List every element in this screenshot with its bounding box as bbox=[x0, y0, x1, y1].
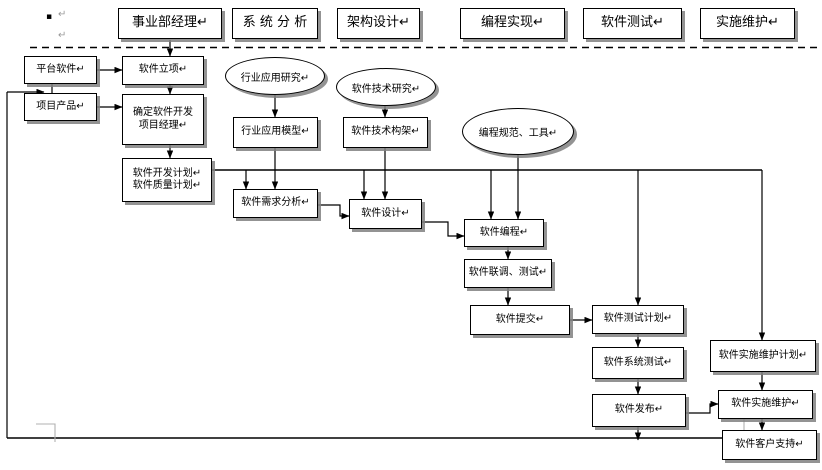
node-requirements-analysis[interactable]: 软件需求分析↵ bbox=[233, 189, 318, 218]
node-coding-standard-and-tools[interactable]: 编程规范、工具↵ bbox=[462, 108, 574, 155]
node-tech-research-label: 软件技术研究↵ bbox=[351, 83, 421, 95]
node-platform-software-label: 平台软件↵ bbox=[36, 63, 85, 75]
lane-header-deployment[interactable]: 实施维护↵ bbox=[700, 8, 795, 39]
lane-header-analysis-label: 系 统 分 析 bbox=[242, 15, 308, 31]
node-programming-label: 软件编程↵ bbox=[479, 226, 529, 238]
node-development-and-quality-plans[interactable]: 软件开发计划↵ 软件质量计划↵ bbox=[122, 158, 212, 202]
node-software-technology-framework[interactable]: 软件技术构架↵ bbox=[343, 117, 428, 148]
node-release-label: 软件发布↵ bbox=[614, 404, 664, 416]
node-software-technology-research[interactable]: 软件技术研究↵ bbox=[336, 68, 436, 106]
lane-header-testing[interactable]: 软件测试↵ bbox=[583, 8, 682, 39]
node-software-release[interactable]: 软件发布↵ bbox=[592, 394, 686, 427]
bullet-mark: ▪ bbox=[46, 12, 53, 22]
node-maintenance-label: 软件实施维护↵ bbox=[731, 398, 800, 410]
edge-release-to-maintenance bbox=[686, 400, 719, 414]
lane-header-analysis[interactable]: 系 统 分 析 bbox=[232, 8, 318, 39]
lane-header-deployment-label: 实施维护↵ bbox=[716, 15, 779, 31]
lane-header-manager[interactable]: 事业部经理↵ bbox=[118, 8, 222, 39]
node-assign-pm-line2: 项目经理↵ bbox=[138, 119, 188, 131]
node-software-submission[interactable]: 软件提交↵ bbox=[470, 305, 570, 335]
node-industry-research-label: 行业应用研究↵ bbox=[240, 72, 310, 84]
node-project-product-label: 项目产品↵ bbox=[36, 100, 85, 112]
node-customer-support-label: 软件客户支持↵ bbox=[735, 438, 804, 450]
node-software-design[interactable]: 软件设计↵ bbox=[349, 199, 422, 229]
node-project-initiation[interactable]: 软件立项↵ bbox=[122, 56, 204, 85]
lane-header-coding-label: 编程实现↵ bbox=[481, 15, 544, 31]
pilcrow-mark-1: ↵ bbox=[58, 9, 67, 20]
node-maintenance-plan-label: 软件实施维护计划↵ bbox=[718, 349, 808, 361]
lane-header-manager-label: 事业部经理↵ bbox=[132, 15, 208, 31]
node-joint-debug-label: 软件联调、测试↵ bbox=[468, 267, 548, 279]
pilcrow-mark-2: ↵ bbox=[58, 30, 67, 41]
lane-header-coding[interactable]: 编程实现↵ bbox=[460, 8, 565, 39]
node-test-plan-label: 软件测试计划↵ bbox=[603, 313, 673, 325]
lane-header-testing-label: 软件测试↵ bbox=[601, 15, 664, 31]
node-software-test-plan[interactable]: 软件测试计划↵ bbox=[592, 305, 684, 334]
node-requirements-label: 软件需求分析↵ bbox=[241, 197, 310, 209]
node-coding-standard-label: 编程规范、工具↵ bbox=[478, 128, 558, 139]
node-software-programming[interactable]: 软件编程↵ bbox=[464, 219, 544, 247]
node-joint-debugging-and-test[interactable]: 软件联调、测试↵ bbox=[464, 259, 552, 288]
edge-requirements-to-design bbox=[318, 204, 350, 220]
node-maintenance-plan[interactable]: 软件实施维护计划↵ bbox=[710, 340, 816, 372]
edge-design-to-programming bbox=[422, 221, 465, 240]
node-software-system-test[interactable]: 软件系统测试↵ bbox=[592, 347, 684, 379]
mark-corner-guide bbox=[36, 423, 56, 442]
node-assign-pm-line1: 确定软件开发 bbox=[133, 107, 193, 118]
node-software-design-label: 软件设计↵ bbox=[361, 207, 410, 219]
node-project-product[interactable]: 项目产品↵ bbox=[24, 93, 97, 121]
lane-header-architecture-label: 架构设计↵ bbox=[347, 15, 410, 31]
node-plans-line2: 软件质量计划↵ bbox=[132, 180, 202, 191]
node-submission-label: 软件提交↵ bbox=[495, 313, 545, 325]
node-tech-framework-label: 软件技术构架↵ bbox=[351, 126, 420, 138]
node-customer-support[interactable]: 软件客户支持↵ bbox=[722, 430, 817, 460]
node-industry-application-model[interactable]: 行业应用模型↵ bbox=[233, 117, 318, 148]
node-project-initiation-label: 软件立项↵ bbox=[138, 64, 188, 76]
node-implementation-maintenance[interactable]: 软件实施维护↵ bbox=[718, 390, 813, 419]
node-plans-line1: 软件开发计划↵ bbox=[132, 167, 202, 179]
lane-header-architecture[interactable]: 架构设计↵ bbox=[337, 8, 420, 39]
node-assign-project-manager[interactable]: 确定软件开发 项目经理↵ bbox=[122, 94, 204, 145]
node-platform-software[interactable]: 平台软件↵ bbox=[24, 56, 97, 84]
node-industry-application-research[interactable]: 行业应用研究↵ bbox=[225, 57, 325, 95]
node-system-test-label: 软件系统测试↵ bbox=[603, 356, 673, 368]
node-industry-model-label: 行业应用模型↵ bbox=[241, 126, 310, 138]
